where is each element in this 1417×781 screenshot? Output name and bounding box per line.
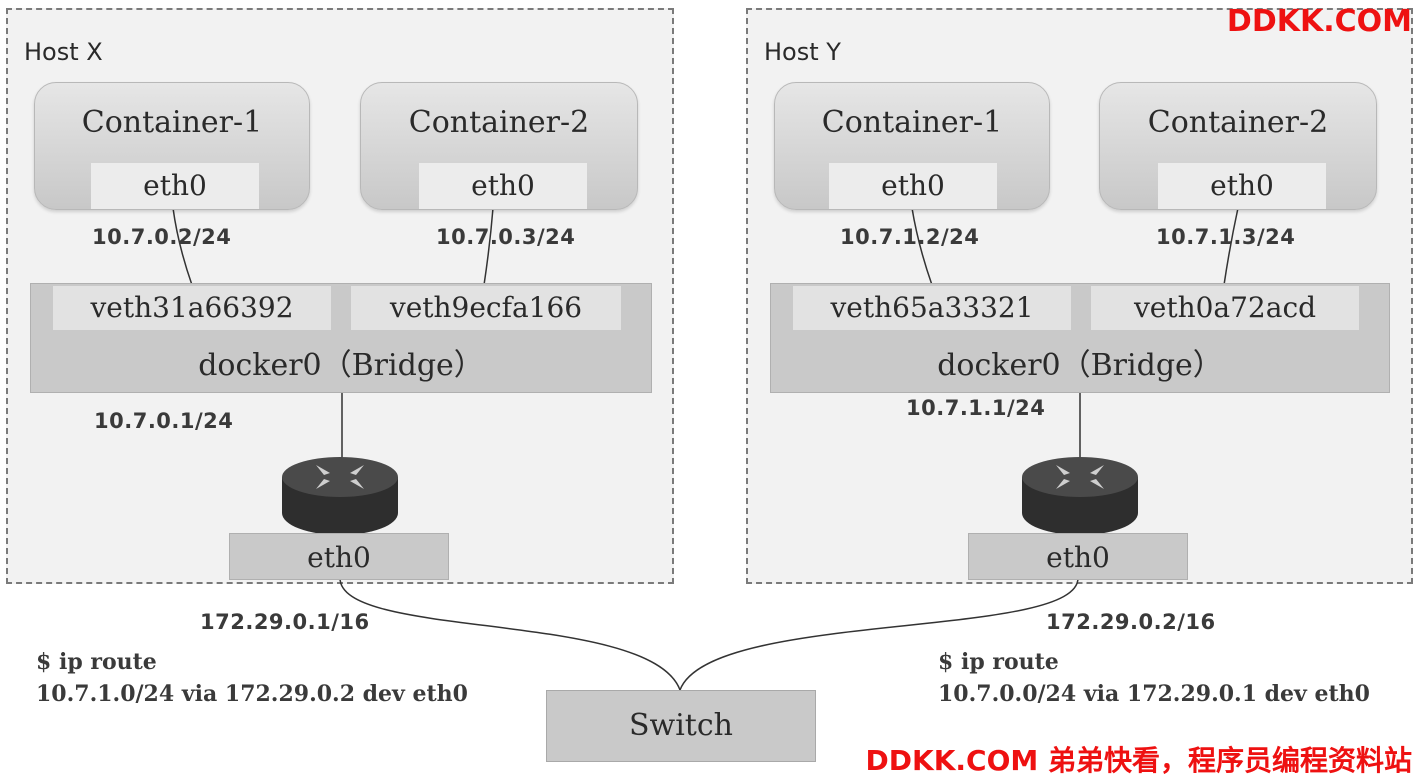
host-y-veth-1: veth65a33321: [793, 286, 1071, 330]
host-x-bridge-ip: 10.7.0.1/24: [94, 409, 234, 433]
link-y-c1-veth: [911, 207, 933, 286]
host-x-label: Host X: [24, 38, 103, 66]
route-command: $ ip route: [938, 649, 1059, 675]
host-x-container-1-ip: 10.7.0.2/24: [92, 225, 232, 249]
host-y-eth0: eth0: [968, 533, 1188, 580]
link-y-c2-veth: [1223, 207, 1239, 286]
container-title: Container-1: [821, 105, 1003, 140]
host-y-bridge: veth65a33321 veth0a72acd docker0（Bridge）: [770, 283, 1390, 393]
host-y-container-1: Container-1 eth0: [774, 82, 1050, 210]
link-x-c1-veth: [172, 207, 193, 286]
container-title: Container-1: [81, 105, 263, 140]
host-x-eth0: eth0: [229, 533, 449, 580]
host-y-container-2: Container-2 eth0: [1099, 82, 1377, 210]
host-x-veth-1: veth31a66392: [53, 286, 331, 330]
host-x-bridge-label: docker0（Bridge）: [198, 348, 484, 383]
link-x-switch: [339, 577, 681, 691]
host-y-container-1-ip: 10.7.1.2/24: [840, 225, 980, 249]
host-x-route: $ ip route 10.7.1.0/24 via 172.29.0.2 de…: [36, 646, 468, 710]
host-x-container-2-ip: 10.7.0.3/24: [436, 225, 576, 249]
route-command: $ ip route: [36, 649, 157, 675]
link-y-switch: [679, 577, 1079, 691]
host-x-container-2: Container-2 eth0: [360, 82, 638, 210]
container-eth0: eth0: [91, 163, 259, 209]
host-y-label: Host Y: [764, 38, 841, 66]
host-y-veth-2: veth0a72acd: [1091, 286, 1359, 330]
host-x-veth-2: veth9ecfa166: [351, 286, 621, 330]
route-entry: 10.7.0.0/24 via 172.29.0.1 dev eth0: [938, 681, 1370, 707]
container-title: Container-2: [408, 105, 590, 140]
host-y-eth0-ip: 172.29.0.2/16: [1046, 610, 1216, 634]
link-x-c2-veth: [483, 207, 494, 286]
switch: Switch: [546, 690, 816, 762]
host-x-container-1: Container-1 eth0: [34, 82, 310, 210]
container-title: Container-2: [1147, 105, 1329, 140]
host-y-bridge-label: docker0（Bridge）: [937, 348, 1223, 383]
container-eth0: eth0: [1158, 163, 1326, 209]
router-icon: [1022, 457, 1138, 535]
host-y-route: $ ip route 10.7.0.0/24 via 172.29.0.1 de…: [938, 646, 1370, 710]
host-y-bridge-ip: 10.7.1.1/24: [906, 396, 1046, 420]
router-icon: [282, 457, 398, 535]
host-y-container-2-ip: 10.7.1.3/24: [1156, 225, 1296, 249]
watermark-bottom: DDKK.COM 弟弟快看，程序员编程资料站: [865, 744, 1412, 777]
host-x-eth0-ip: 172.29.0.1/16: [200, 610, 370, 634]
container-eth0: eth0: [829, 163, 997, 209]
host-x-bridge: veth31a66392 veth9ecfa166 docker0（Bridge…: [30, 283, 652, 393]
container-eth0: eth0: [419, 163, 587, 209]
watermark-top: DDKK.COM: [1226, 4, 1412, 39]
route-entry: 10.7.1.0/24 via 172.29.0.2 dev eth0: [36, 681, 468, 707]
